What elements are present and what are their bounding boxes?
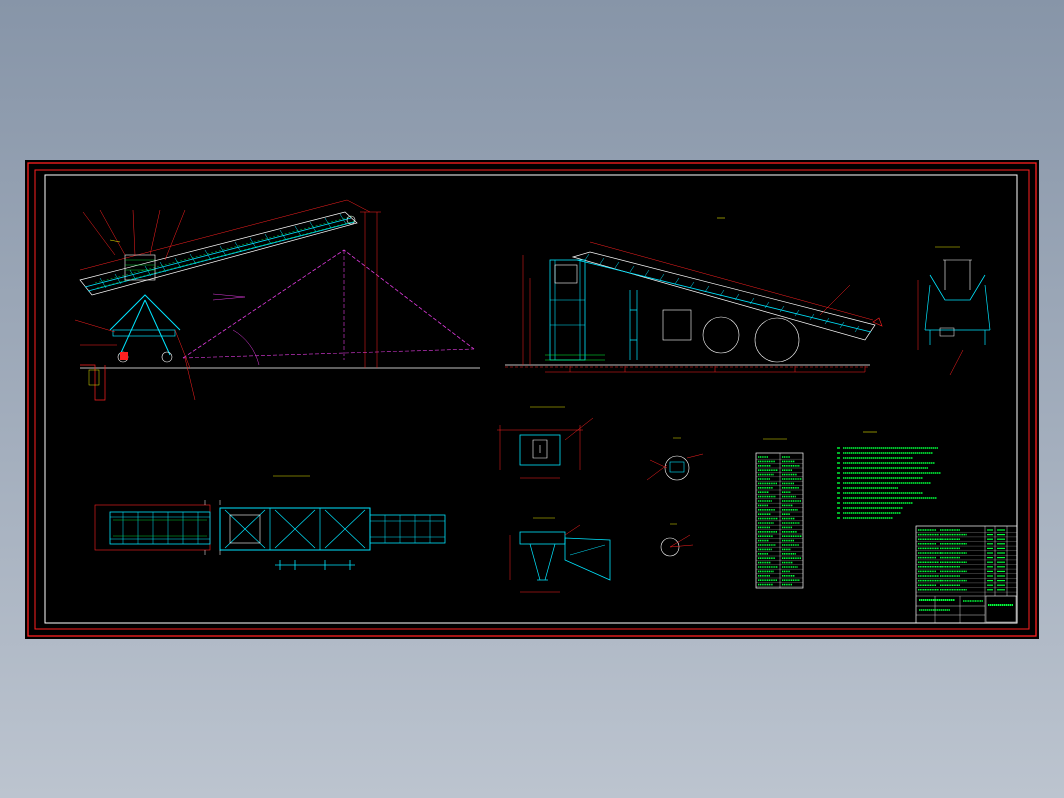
detail-b-dims [509,535,560,593]
detail-b-legs [529,543,556,581]
title-block-rows [916,529,1017,611]
plan-ticks [204,500,221,555]
technical-notes [837,431,941,519]
support-crossbeam [112,329,176,337]
bogie-wheel-right [161,351,173,363]
elevation-tower-members [550,260,585,360]
detail-circle-1-leaders [646,453,704,481]
pit-detail [88,369,100,386]
drawing-frame [44,174,1018,624]
end-section-top [943,259,972,290]
belt-line [94,215,356,289]
boom-chord-top [84,217,352,288]
plan-turntable [229,514,261,544]
title-block-border [915,525,1018,624]
detail-a-box [519,434,561,466]
elevation-horizontal-dims [545,366,866,373]
head-pulley [346,215,356,225]
detail-a-dims [497,425,583,479]
elevation-truss-web [584,253,860,333]
detail-b-beam [519,531,566,545]
notes-lines [837,447,941,519]
title-block-logo-cell [985,595,1017,623]
foundation-pit [80,364,106,401]
wheel-marker [120,352,128,360]
detail-circle-2-leaders [669,534,694,548]
detail-section-b [509,517,611,593]
plan-left-grid [110,512,210,544]
parts-list-rows [756,456,803,587]
inner-border [34,169,1030,630]
drum-right [754,317,800,363]
end-section-view [917,246,991,376]
boom-length-dimension [79,199,348,271]
detail-circle-1 [664,455,690,481]
side-elevation-view-right [505,217,883,373]
side-elevation-view-left [74,199,480,401]
detail-a-leader [564,417,594,441]
detail-b-brace [569,544,606,556]
detail-circles [646,437,704,557]
boom-outline [79,211,358,296]
detail-circle-2 [660,537,680,557]
detail-b-bracket [564,537,611,581]
title-block-grid [916,526,1017,623]
outer-border [27,162,1037,637]
dimension-extension [346,199,371,213]
end-section-frame [929,274,986,301]
detail-callout-mark [109,239,121,243]
title-block [915,525,1018,624]
plan-belt-left [113,519,207,537]
detail-a-inner [532,439,548,459]
leader-lines [74,209,196,401]
elevation-length-dimension [589,241,874,321]
elevation-support-column [629,290,638,360]
detail-circle-1-part [669,461,685,473]
end-section-leader [949,349,964,376]
end-section-legs [924,284,991,345]
end-section-base [939,327,955,337]
repose-angle-arc [232,329,260,366]
drive-unit [554,264,578,284]
support-frame [109,294,181,356]
plan-boom-right [369,514,446,544]
elevation-leader [819,284,851,316]
plan-center-bracing [224,508,366,550]
elevation-boom-outline [571,251,876,341]
drum-left [702,316,740,354]
cad-drawing-sheet[interactable] [25,160,1039,639]
hopper-hatch [125,259,155,271]
detail-section-a [497,406,594,479]
boom-truss-web [99,213,347,289]
angle-indicator [212,293,246,301]
base-rail [545,354,605,361]
feed-hopper [124,254,156,281]
parts-list-border [755,452,804,589]
detail-b-leader [564,524,581,536]
discharge-chute [872,317,883,327]
plan-outriggers [275,560,355,570]
stockpile-base [182,348,475,359]
drawing-canvas[interactable] [25,160,1039,639]
control-cabinet [662,309,692,341]
boom-chord-bottom [87,221,355,292]
elevation-boom-chord [576,259,872,333]
plan-right-grid [370,515,445,543]
plan-boom-left [109,511,211,545]
parts-list-table [755,438,804,589]
stockpile-outline [182,249,475,359]
plan-view [94,475,446,570]
